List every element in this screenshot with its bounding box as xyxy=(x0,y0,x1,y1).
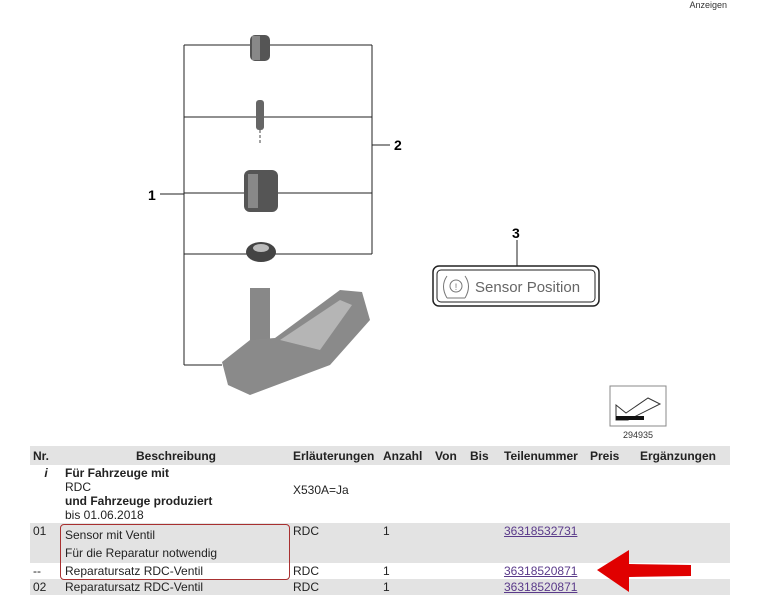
valve-core xyxy=(256,100,264,145)
part-number-link[interactable]: 36318532731 xyxy=(504,524,578,538)
svg-text:Sensor Position: Sensor Position xyxy=(475,279,580,296)
table-row: -- Reparatursatz RDC-Ventil RDC 1 363185… xyxy=(33,564,578,578)
red-arrow-annotation xyxy=(597,550,691,592)
part-number-link[interactable]: 36318520871 xyxy=(504,580,578,594)
col-anzahl: Anzahl xyxy=(380,446,432,465)
tire-pressure-warning-icon xyxy=(443,275,469,299)
sensor-body xyxy=(222,288,370,395)
col-erlaeuterungen: Erläuterungen xyxy=(290,446,380,465)
sensor-position-label: ! Sensor Position xyxy=(432,265,600,307)
col-ergaenzungen: Ergänzungen xyxy=(637,446,730,465)
valve-cap xyxy=(250,35,270,61)
image-number: 294935 xyxy=(623,430,653,440)
table-header: Nr. Beschreibung Erläuterungen Anzahl Vo… xyxy=(30,446,730,465)
part-number-link[interactable]: 36318520871 xyxy=(504,564,578,578)
parts-diagram: 1 2 3 ! Sensor Position 294935 xyxy=(148,35,667,440)
svg-text:!: ! xyxy=(455,282,458,292)
col-nr: Nr. xyxy=(30,446,62,465)
highlight-box xyxy=(60,524,290,580)
direction-arrow-icon xyxy=(609,385,667,427)
callout-1: 1 xyxy=(148,187,156,203)
col-preis: Preis xyxy=(587,446,637,465)
parts-table: Nr. Beschreibung Erläuterungen Anzahl Vo… xyxy=(30,446,730,595)
col-bis: Bis xyxy=(467,446,501,465)
col-von: Von xyxy=(432,446,467,465)
callout-3: 3 xyxy=(512,225,520,241)
col-teilenummer: Teilenummer xyxy=(501,446,587,465)
seal-ring xyxy=(246,242,276,262)
nut xyxy=(244,170,278,212)
col-beschreibung: Beschreibung xyxy=(62,446,290,465)
callout-2: 2 xyxy=(394,137,402,153)
bracket-lines xyxy=(160,44,518,366)
anzeigen-link[interactable]: Anzeigen xyxy=(689,0,727,10)
table-row: 02 Reparatursatz RDC-Ventil RDC 1 363185… xyxy=(30,579,730,595)
